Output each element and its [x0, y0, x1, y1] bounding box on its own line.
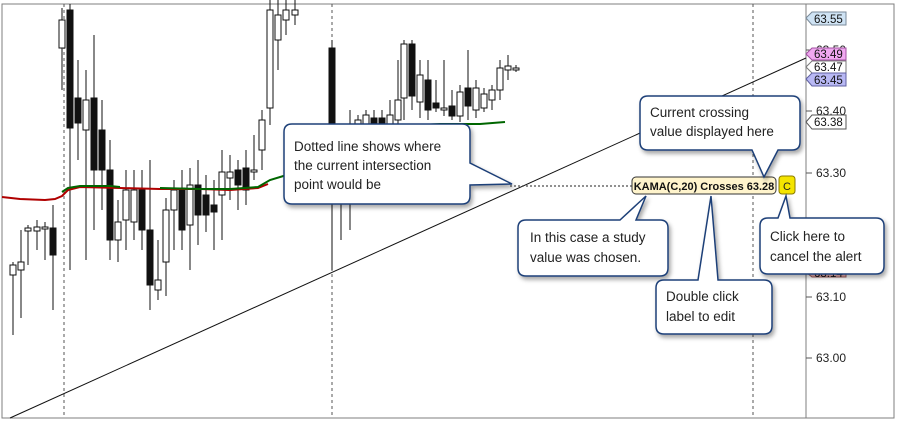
- callout-study-value: [517, 195, 669, 277]
- candle-body: [250, 169, 258, 173]
- candle-body: [74, 97, 82, 124]
- candle-body: [282, 9, 290, 21]
- svg-text:63.55: 63.55: [814, 14, 843, 26]
- price-tag-kama: 63.38: [805, 114, 847, 130]
- candle-body: [90, 97, 98, 171]
- price-label: 63.30: [816, 166, 846, 180]
- candle-body: [424, 79, 432, 111]
- callout-text: label to edit: [666, 309, 735, 324]
- candle-body: [33, 226, 41, 232]
- candle-body: [170, 189, 178, 211]
- candle-body: [274, 14, 282, 41]
- callout-cancel: [759, 193, 885, 275]
- candle-body: [210, 204, 218, 213]
- candle-body: [448, 105, 456, 117]
- candle-body: [408, 43, 416, 97]
- price-tag-last-high: 63.55: [805, 11, 847, 26]
- callout-text: value was chosen.: [530, 250, 641, 265]
- candle-body: [242, 167, 250, 191]
- candle-body: [66, 9, 74, 129]
- candle-body: [17, 261, 25, 271]
- candle-body: [186, 184, 194, 226]
- candle-body: [472, 87, 480, 111]
- callout-crossing-value: [639, 95, 801, 179]
- price-tag-last: 63.47: [805, 60, 847, 74]
- candle-body: [194, 184, 202, 216]
- candle-body: [291, 9, 299, 16]
- candle-body: [114, 221, 122, 241]
- candle-body: [496, 67, 504, 91]
- candle-body: [146, 229, 154, 286]
- callout-text: value displayed here: [650, 124, 774, 139]
- candle-body: [456, 91, 464, 117]
- svg-text:63.49: 63.49: [814, 49, 843, 61]
- price-tag-blue: 63.45: [805, 72, 847, 87]
- alert-label-text[interactable]: KAMA(C,20) Crosses 63.28: [634, 181, 775, 193]
- price-label: 63.00: [816, 351, 846, 365]
- kama-line-green: [61, 185, 121, 193]
- svg-text:63.45: 63.45: [814, 75, 843, 87]
- candle-body: [328, 47, 336, 133]
- candle-body: [512, 67, 520, 71]
- callout-text: Double click: [666, 289, 739, 304]
- callout-text: Current crossing: [650, 105, 749, 120]
- candle-body: [130, 189, 138, 223]
- candle-body: [440, 107, 448, 111]
- candle-body: [480, 93, 488, 109]
- candle-body: [400, 43, 408, 99]
- callout-text: point would be: [294, 177, 381, 192]
- candle-body: [464, 87, 472, 107]
- price-label: 63.10: [816, 290, 846, 304]
- candle-body: [178, 187, 186, 231]
- price-tag-magenta: 63.49: [805, 47, 847, 61]
- candle-body: [266, 9, 274, 109]
- candle-body: [58, 19, 66, 49]
- callout-text: Dotted line shows where: [294, 139, 441, 154]
- candle-body: [394, 99, 402, 121]
- callout-text: cancel the alert: [770, 249, 862, 264]
- callout-text: the current intersection: [294, 158, 431, 173]
- candle-body: [9, 264, 17, 276]
- candle-body: [162, 209, 170, 263]
- candle-body: [49, 227, 57, 256]
- svg-text:63.47: 63.47: [814, 62, 843, 74]
- candle-body: [106, 169, 114, 241]
- candle-body: [432, 102, 440, 109]
- alert-label[interactable]: KAMA(C,20) Crosses 63.28: [631, 176, 777, 195]
- candle-body: [504, 65, 512, 71]
- candle-body: [226, 171, 234, 179]
- callout-text: Click here to: [770, 229, 845, 244]
- cancel-alert-button[interactable]: C: [778, 175, 796, 195]
- candle-body: [154, 279, 162, 291]
- callout-text: In this case a study: [530, 230, 646, 245]
- candle-body: [488, 89, 496, 101]
- candle-body: [202, 194, 210, 216]
- candle-body: [234, 169, 242, 186]
- candle-body: [122, 189, 130, 221]
- candle-body: [258, 119, 266, 151]
- candle-body: [24, 227, 32, 232]
- candle-body: [98, 129, 106, 171]
- candle-body: [41, 226, 49, 230]
- cancel-alert-button-label[interactable]: C: [783, 181, 791, 193]
- callout-dotted-line: [283, 123, 513, 205]
- candle-body: [82, 99, 90, 131]
- svg-text:63.38: 63.38: [814, 117, 843, 129]
- candle-body: [138, 189, 146, 231]
- candle-body: [218, 171, 226, 196]
- callout-double-click: [655, 195, 773, 335]
- candle-body: [416, 74, 424, 103]
